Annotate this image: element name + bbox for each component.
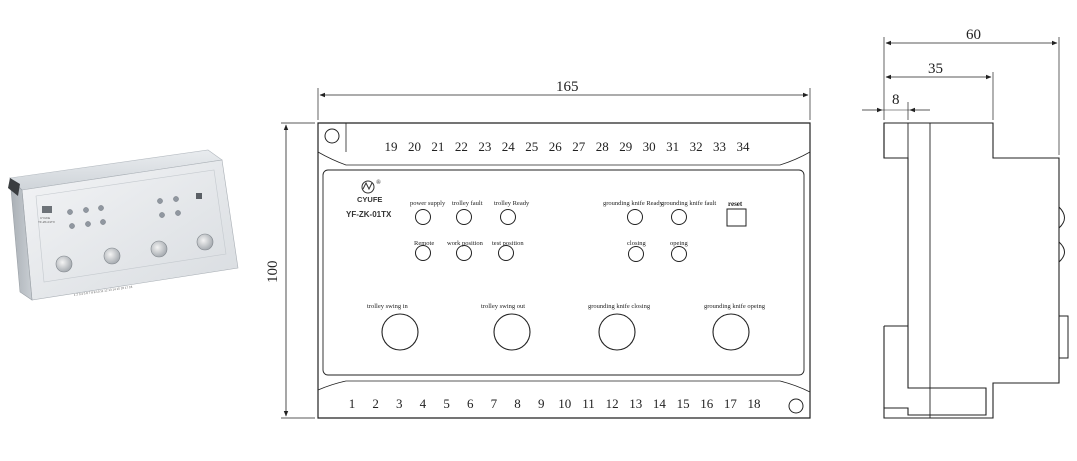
- brand-name: CYUFE: [357, 195, 382, 204]
- led-remote: [415, 245, 431, 261]
- label-opeing: opeing: [670, 240, 688, 247]
- terminal-top-34: 34: [737, 139, 751, 154]
- mounting-hole-bottom: [788, 398, 804, 414]
- led-trolley-ready: [500, 209, 516, 225]
- terminal-bottom-8: 8: [514, 396, 521, 411]
- terminal-top-27: 27: [572, 139, 586, 154]
- registered-mark: ®: [376, 179, 381, 186]
- label-trolley-swing-out: trolley swing out: [481, 303, 525, 310]
- terminal-top-22: 22: [455, 139, 468, 154]
- dimension-width: 165: [317, 79, 811, 120]
- terminal-bottom-6: 6: [467, 396, 474, 411]
- dimension-depth-total: 60: [883, 27, 1060, 155]
- terminal-bottom-4: 4: [420, 396, 427, 411]
- terminal-bottom-13: 13: [629, 396, 642, 411]
- terminal-numbers-top: 19 20 21 22 23 24 25 26 27 28 29 30 31 32 33 34: [385, 139, 751, 154]
- photo-logo-icon: [42, 206, 52, 213]
- photo-reset-button: [196, 193, 202, 199]
- terminal-top-24: 24: [502, 139, 516, 154]
- terminal-bottom-18: 18: [748, 396, 761, 411]
- terminal-top-32: 32: [690, 139, 703, 154]
- terminal-bottom-14: 14: [653, 396, 667, 411]
- label-grounding-knife-closing: grounding knife closing: [588, 303, 651, 310]
- button-trolley-swing-out[interactable]: [493, 313, 531, 351]
- terminal-top-19: 19: [385, 139, 398, 154]
- side-view: 60 35 8: [862, 27, 1069, 419]
- label-work-position: work position: [447, 240, 484, 247]
- terminal-bottom-5: 5: [443, 396, 450, 411]
- terminal-bottom-15: 15: [677, 396, 690, 411]
- dimension-height: 100: [265, 122, 315, 419]
- label-trolley-fault: trolley fault: [452, 200, 483, 207]
- terminal-top-31: 31: [666, 139, 679, 154]
- led-grounding-knife-ready: [627, 209, 643, 225]
- terminal-bottom-3: 3: [396, 396, 403, 411]
- photo-brand: CYUFE: [40, 216, 50, 220]
- label-trolley-swing-in: trolley swing in: [367, 303, 409, 310]
- label-reset: reset: [728, 200, 743, 208]
- dimension-depth-mid-label: 35: [928, 61, 943, 77]
- label-grounding-knife-opeing: grounding knife opeing: [704, 303, 766, 310]
- terminal-top-25: 25: [525, 139, 538, 154]
- label-remote: Remote: [414, 240, 434, 247]
- button-trolley-swing-in[interactable]: [381, 313, 419, 351]
- front-outline: [317, 122, 811, 419]
- terminal-top-28: 28: [596, 139, 609, 154]
- led-grounding-knife-fault: [671, 209, 687, 225]
- dimension-depth-mid: 35: [885, 61, 994, 120]
- label-grounding-knife-ready: grounding knife Ready: [603, 200, 664, 207]
- brand-logo-icon: [361, 180, 375, 194]
- led-power-supply: [415, 209, 431, 225]
- model-number: YF-ZK-01TX: [346, 210, 392, 219]
- terminal-bottom-12: 12: [606, 396, 619, 411]
- dimension-height-label: 100: [265, 261, 281, 284]
- terminal-top-29: 29: [619, 139, 632, 154]
- led-work-position: [456, 245, 472, 261]
- face-panel: [322, 169, 805, 376]
- label-closing: closing: [627, 240, 647, 247]
- side-outline: [883, 122, 1060, 419]
- terminal-bottom-10: 10: [558, 396, 571, 411]
- label-test-position: test position: [492, 240, 524, 247]
- dimension-width-label: 165: [556, 79, 579, 95]
- label-power-supply: power supply: [410, 200, 446, 207]
- button-grounding-knife-closing[interactable]: [598, 313, 636, 351]
- photo-leds: [67, 196, 181, 229]
- photo-model: YF-ZK-01TX: [38, 220, 55, 224]
- dimension-depth-small-label: 8: [892, 92, 900, 108]
- terminal-bottom-7: 7: [491, 396, 498, 411]
- button-grounding-knife-opeing[interactable]: [712, 313, 750, 351]
- terminal-bottom-11: 11: [582, 396, 595, 411]
- terminal-bottom-17: 17: [724, 396, 738, 411]
- terminal-top-21: 21: [431, 139, 444, 154]
- reset-button[interactable]: [726, 208, 747, 227]
- led-test-position: [498, 245, 514, 261]
- led-trolley-fault: [456, 209, 472, 225]
- terminal-top-33: 33: [713, 139, 726, 154]
- photo-buttons: [55, 233, 214, 273]
- terminal-bottom-1: 1: [349, 396, 356, 411]
- terminal-top-30: 30: [643, 139, 656, 154]
- led-opeing: [671, 246, 687, 262]
- led-closing: [628, 246, 644, 262]
- dimension-depth-small: 8: [862, 92, 930, 120]
- terminal-bottom-16: 16: [700, 396, 714, 411]
- mounting-hole-top: [324, 128, 340, 144]
- terminal-bottom-9: 9: [538, 396, 545, 411]
- terminal-bottom-2: 2: [372, 396, 379, 411]
- label-grounding-knife-fault: grounding knife fault: [661, 200, 716, 207]
- label-trolley-ready: trolley Ready: [494, 200, 530, 207]
- terminal-top-23: 23: [478, 139, 491, 154]
- product-photo: CYUFE YF-ZK-01TX 1 2 3 4 5 6 7 8 9 10 11…: [8, 149, 239, 301]
- dimension-depth-total-label: 60: [966, 27, 981, 43]
- terminal-top-20: 20: [408, 139, 421, 154]
- terminal-top-26: 26: [549, 139, 563, 154]
